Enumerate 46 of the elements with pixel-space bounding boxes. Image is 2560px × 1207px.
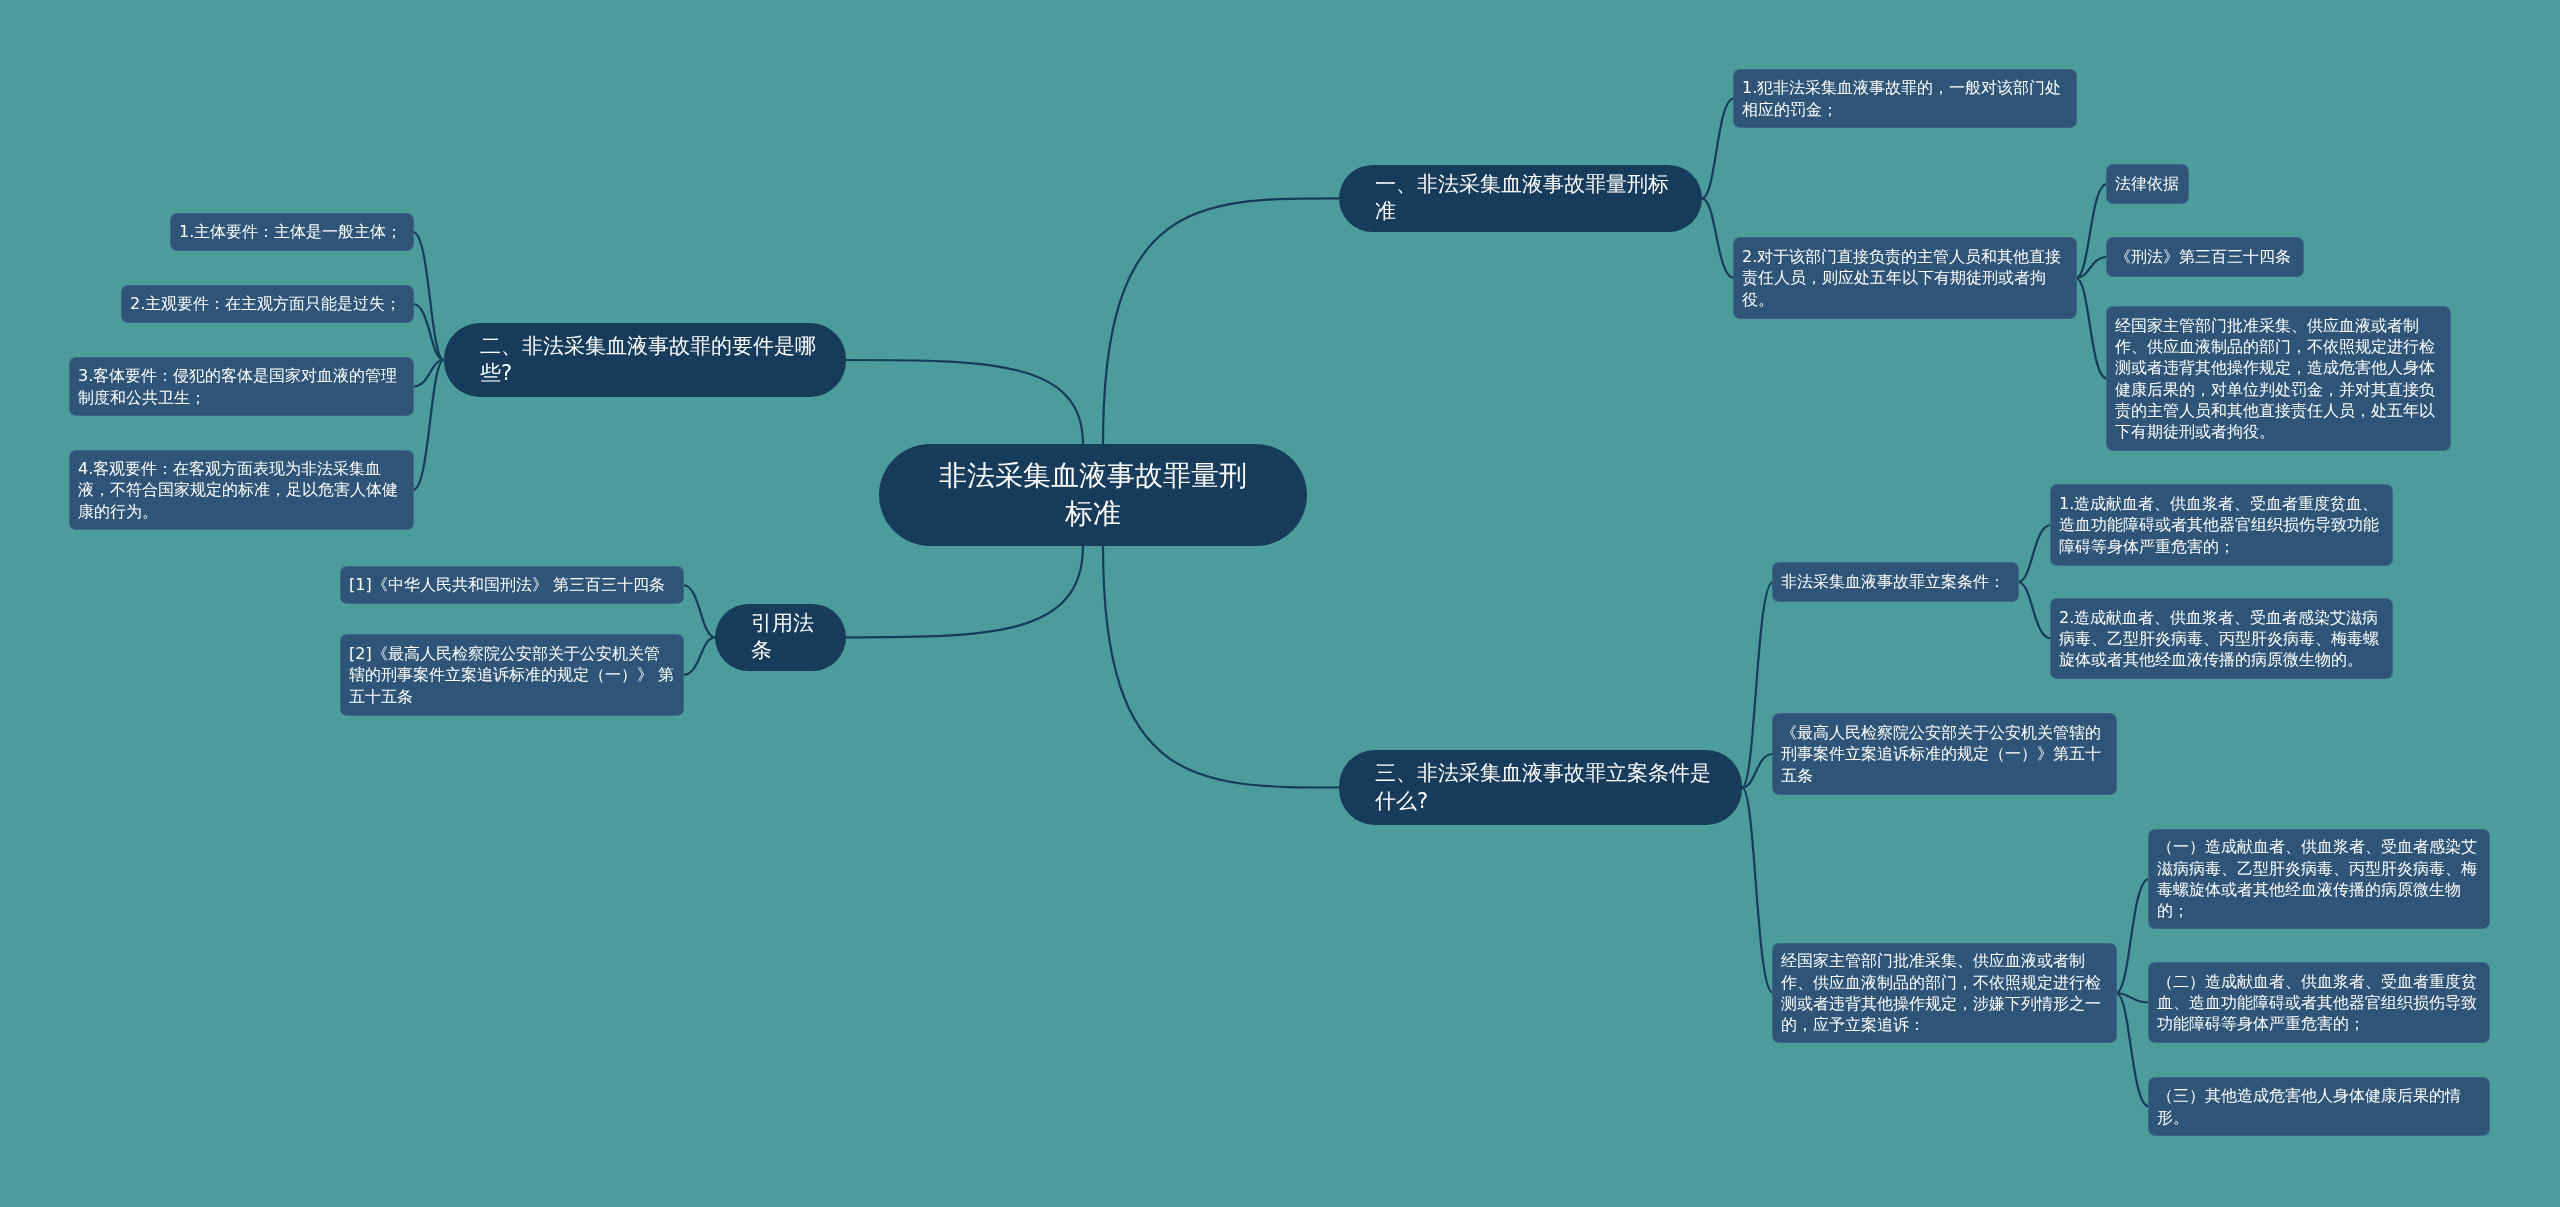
subtopic-box: 《刑法》第三百三十四条 [2107,238,2303,276]
subtopic-box: 4.客观要件：在客观方面表现为非法采集血液，不符合国家规定的标准，足以危害人体健康的行为。 [70,451,413,529]
subtopic-box: 经国家主管部门批准采集、供应血液或者制作、供应血液制品的部门，不依照规定进行检测或者违背其他操作规定，涉嫌下列情形之一的，应予立案追诉： [1773,944,2116,1042]
connector-line [412,359,445,491]
connector-line [1701,197,1735,280]
connector-line [412,302,445,362]
subtopic-box: 1.主体要件：主体是一般主体； [171,214,413,250]
connector-line [1101,545,1339,789]
subtopic-box: 1.造成献血者、供血浆者、受血者重度贫血、造血功能障碍或者其他器官组织损伤导致功能障碍等身体严重危害的； [2051,485,2392,565]
subtopic-box: （一）造成献血者、供血浆者、受血者感染艾滋病病毒、乙型肝炎病毒、丙型肝炎病毒、梅毒螺旋体或者其他经血液传播的病原微生物的； [2149,830,2489,928]
connector-line [2017,580,2052,640]
connector-line [1101,197,1339,445]
connector-line [2075,183,2108,279]
connector-line [2075,255,2108,280]
connector-line [2017,523,2052,584]
subtopic-box: 经国家主管部门批准采集、供应血液或者制作、供应血液制品的部门，不依照规定进行检测或者违背其他操作规定，造成危害他人身体健康后果的，对单位判处罚金，并对其直接负责的主管人员和其他直接责任人员，处五年以下有期徒刑或者拘役。 [2107,307,2450,450]
connector-line [2115,878,2150,994]
subtopic-box: 2.主观要件：在主观方面只能是过失； [122,286,413,322]
connector-line [412,231,445,361]
subtopic-box: （三）其他造成危害他人身体健康后果的情形。 [2149,1078,2489,1135]
connector-line [846,545,1085,639]
topic-pill: 一、非法采集血液事故罪量刑标准 [1339,165,1702,232]
connector-line [1741,752,1774,789]
connector-line [846,358,1085,445]
connector-line [682,636,716,677]
connector-line [682,583,716,639]
subtopic-box: 1.犯非法采集血液事故罪的，一般对该部门处相应的罚金； [1734,70,2076,127]
central-topic: 非法采集血液事故罪量刑标准 [879,444,1307,546]
topic-pill: 引用法条 [715,604,846,671]
topic-pill: 二、非法采集血液事故罪的要件是哪些? [444,323,846,397]
subtopic-box: 非法采集血液事故罪立案条件： [1773,563,2018,601]
subtopic-box: [1]《中华人民共和国刑法》 第三百三十四条 [341,567,683,603]
connector-line [1741,786,1774,994]
subtopic-box: 2.对于该部门直接负责的主管人员和其他直接责任人员，则应处五年以下有期徒刑或者拘役。 [1734,238,2076,318]
subtopic-box: 法律依据 [2107,165,2188,203]
subtopic-box: [2]《最高人民检察院公安部关于公安机关管辖的刑事案件立案追诉标准的规定（一）》 第五十五条 [341,635,683,715]
connector-line [2115,992,2150,1108]
subtopic-box: 《最高人民检察院公安部关于公安机关管辖的刑事案件立案追诉标准的规定（一）》第五十五条 [1773,714,2116,794]
connector-line [1741,581,1774,789]
connector-line [412,358,445,388]
connector-line [2075,277,2108,380]
connector-line [1701,97,1735,200]
topic-pill: 三、非法采集血液事故罪立案条件是什么? [1339,750,1742,825]
subtopic-box: 2.造成献血者、供血浆者、受血者感染艾滋病病毒、乙型肝炎病毒、丙型肝炎病毒、梅毒螺旋体或者其他经血液传播的病原微生物的。 [2051,599,2392,678]
subtopic-box: （二）造成献血者、供血浆者、受血者重度贫血、造血功能障碍或者其他器官组织损伤导致功能障碍等身体严重危害的； [2149,963,2489,1042]
subtopic-box: 3.客体要件：侵犯的客体是国家对血液的管理制度和公共卫生； [70,358,413,415]
